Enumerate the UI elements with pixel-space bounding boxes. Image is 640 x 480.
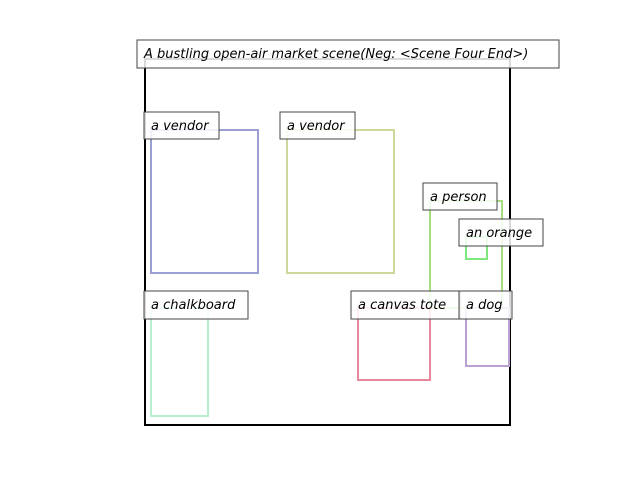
label-canvas-tote-background	[350, 290, 461, 320]
label-vendor-1: a vendor	[143, 111, 220, 140]
label-dog-text: a dog	[466, 298, 503, 313]
label-orange-background	[458, 218, 544, 247]
title-label: A bustling open-air market scene(Neg: <S…	[136, 39, 560, 69]
label-dog: a dog	[458, 290, 513, 320]
title-label-background	[136, 39, 560, 69]
label-canvas-tote: a canvas tote	[350, 290, 461, 320]
label-canvas-tote-text: a canvas tote	[358, 298, 446, 313]
label-vendor-2-background	[279, 111, 356, 140]
box-vendor-2	[286, 129, 395, 274]
box-vendor-1	[150, 129, 259, 274]
label-vendor-1-background	[143, 111, 220, 140]
label-person: a person	[422, 182, 498, 211]
label-person-background	[422, 182, 498, 211]
label-chalkboard: a chalkboard	[143, 290, 249, 320]
title-text: A bustling open-air market scene(Neg: <S…	[143, 47, 528, 62]
label-orange-text: an orange	[466, 226, 532, 241]
label-vendor-2-text: a vendor	[287, 119, 346, 134]
label-vendor-1-text: a vendor	[151, 119, 210, 134]
label-orange: an orange	[458, 218, 544, 247]
box-chalkboard	[150, 307, 209, 417]
label-dog-background	[458, 290, 513, 320]
label-chalkboard-background	[143, 290, 249, 320]
label-person-text: a person	[430, 190, 487, 205]
label-chalkboard-text: a chalkboard	[151, 298, 236, 313]
label-vendor-2: a vendor	[279, 111, 356, 140]
